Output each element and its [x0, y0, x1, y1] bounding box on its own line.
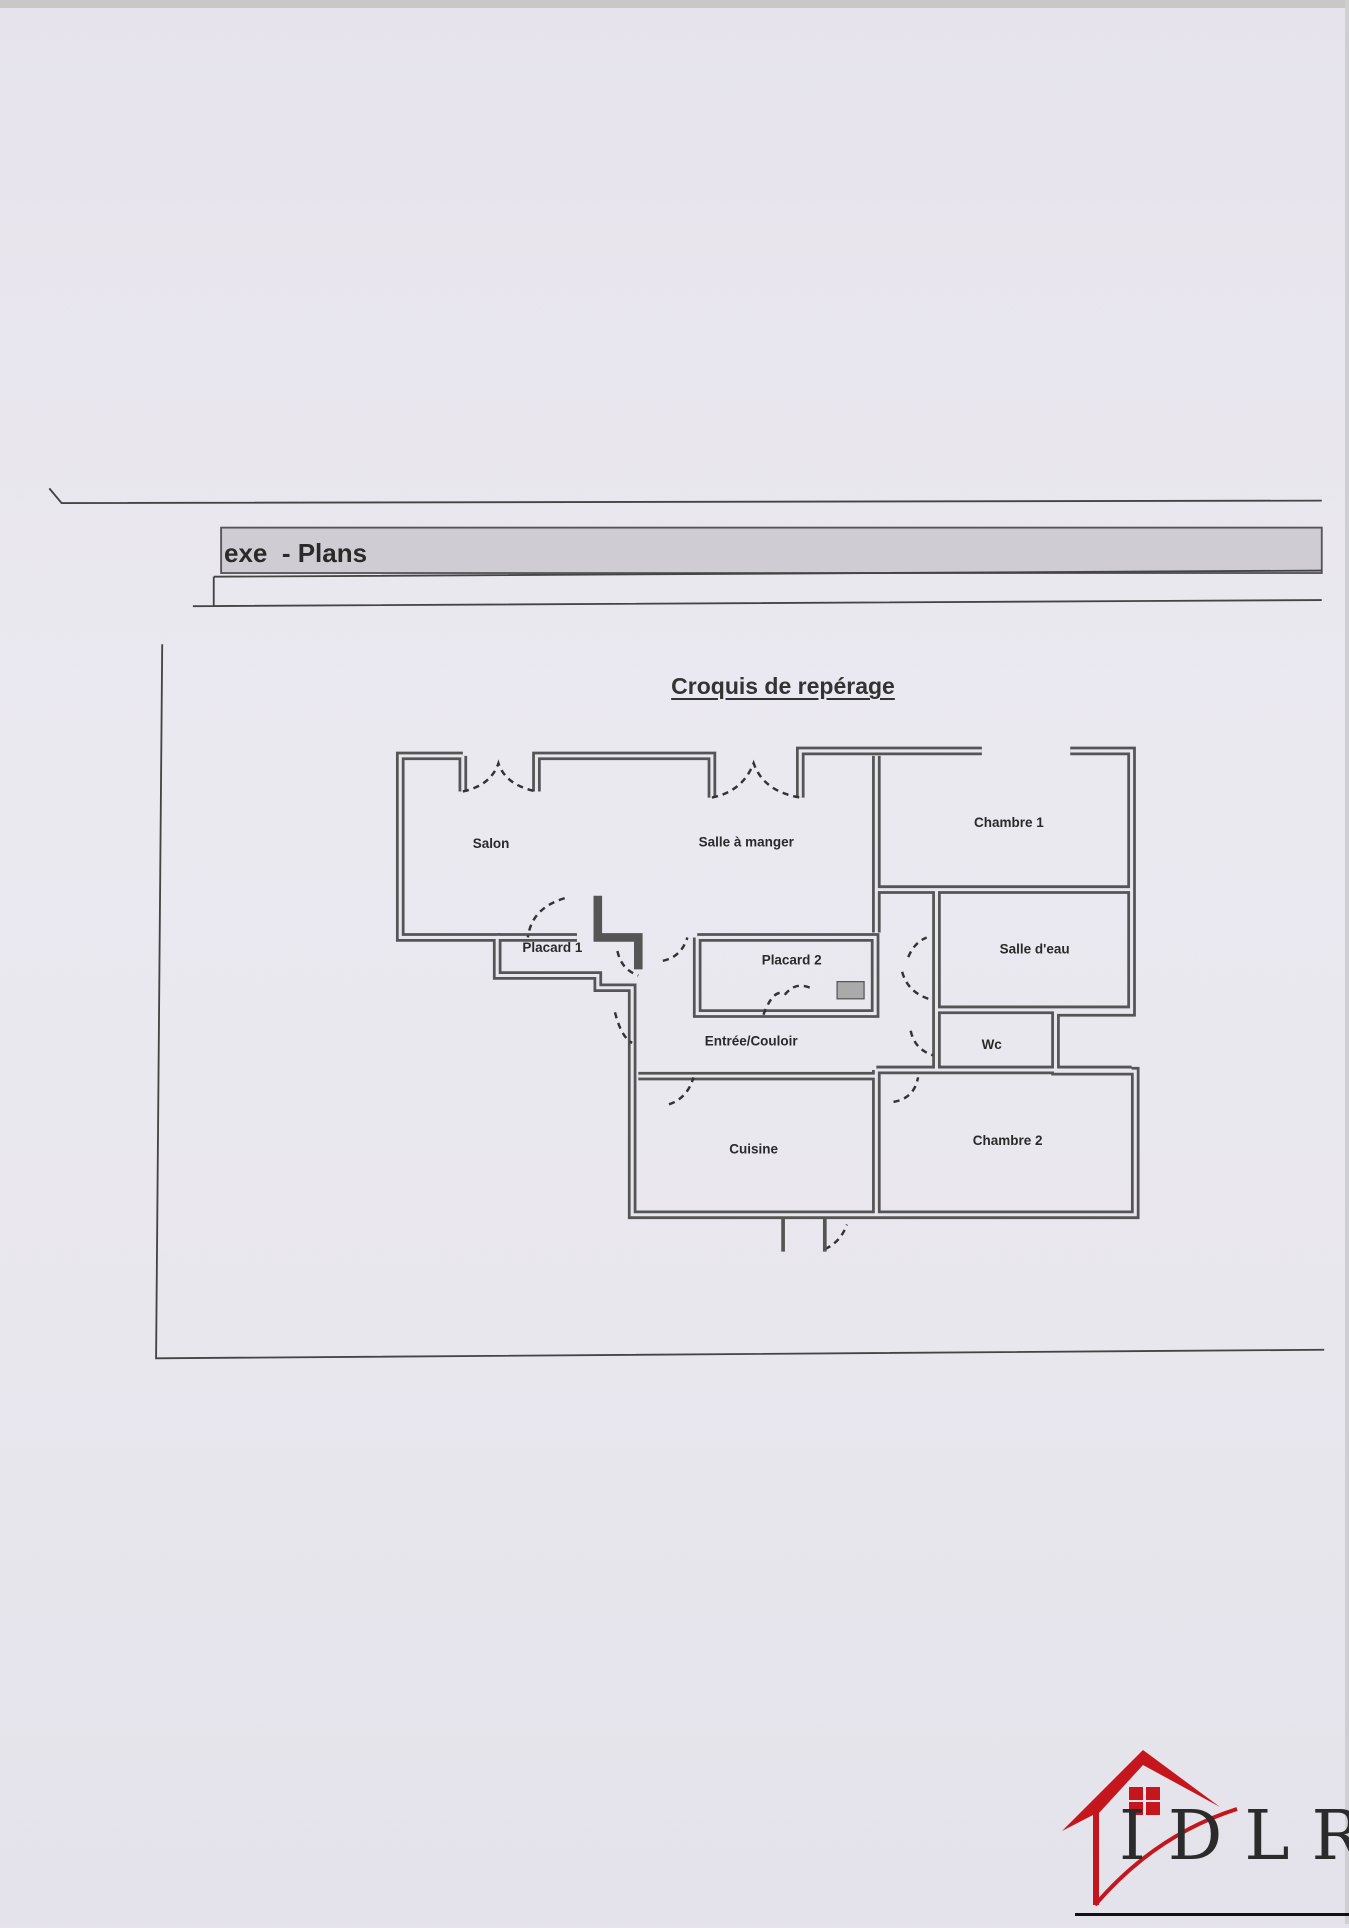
logo-underline [1075, 1913, 1349, 1916]
door-arcs [462, 759, 934, 1251]
room-label-placard-1: Placard 1 [522, 940, 582, 955]
room-label-salle-deau: Salle d'eau [1000, 941, 1070, 956]
background-surface [0, 0, 1349, 8]
room-label-wc: Wc [982, 1037, 1003, 1052]
room-label-chambre-1: Chambre 1 [974, 815, 1044, 830]
room-label-entree: Entrée/Couloir [705, 1033, 799, 1048]
room-label-placard-2: Placard 2 [762, 952, 822, 967]
room-label-cuisine: Cuisine [729, 1141, 778, 1156]
room-label-chambre-2: Chambre 2 [973, 1133, 1043, 1148]
plan-title: Croquis de repérage [671, 673, 895, 699]
section-header: exe - Plans [224, 538, 368, 568]
room-label-salle-a-manger: Salle à manger [699, 835, 795, 850]
company-logo: IDLR [1045, 1735, 1349, 1924]
logo-text: IDLR [1119, 1797, 1349, 1876]
paper-edge [1345, 0, 1349, 1924]
house-logo-icon [1062, 1750, 1238, 1907]
plan-frame [155, 644, 1325, 1360]
room-label-salon: Salon [473, 836, 510, 851]
header-band [48, 487, 1323, 608]
radiator-icon [836, 981, 865, 1000]
